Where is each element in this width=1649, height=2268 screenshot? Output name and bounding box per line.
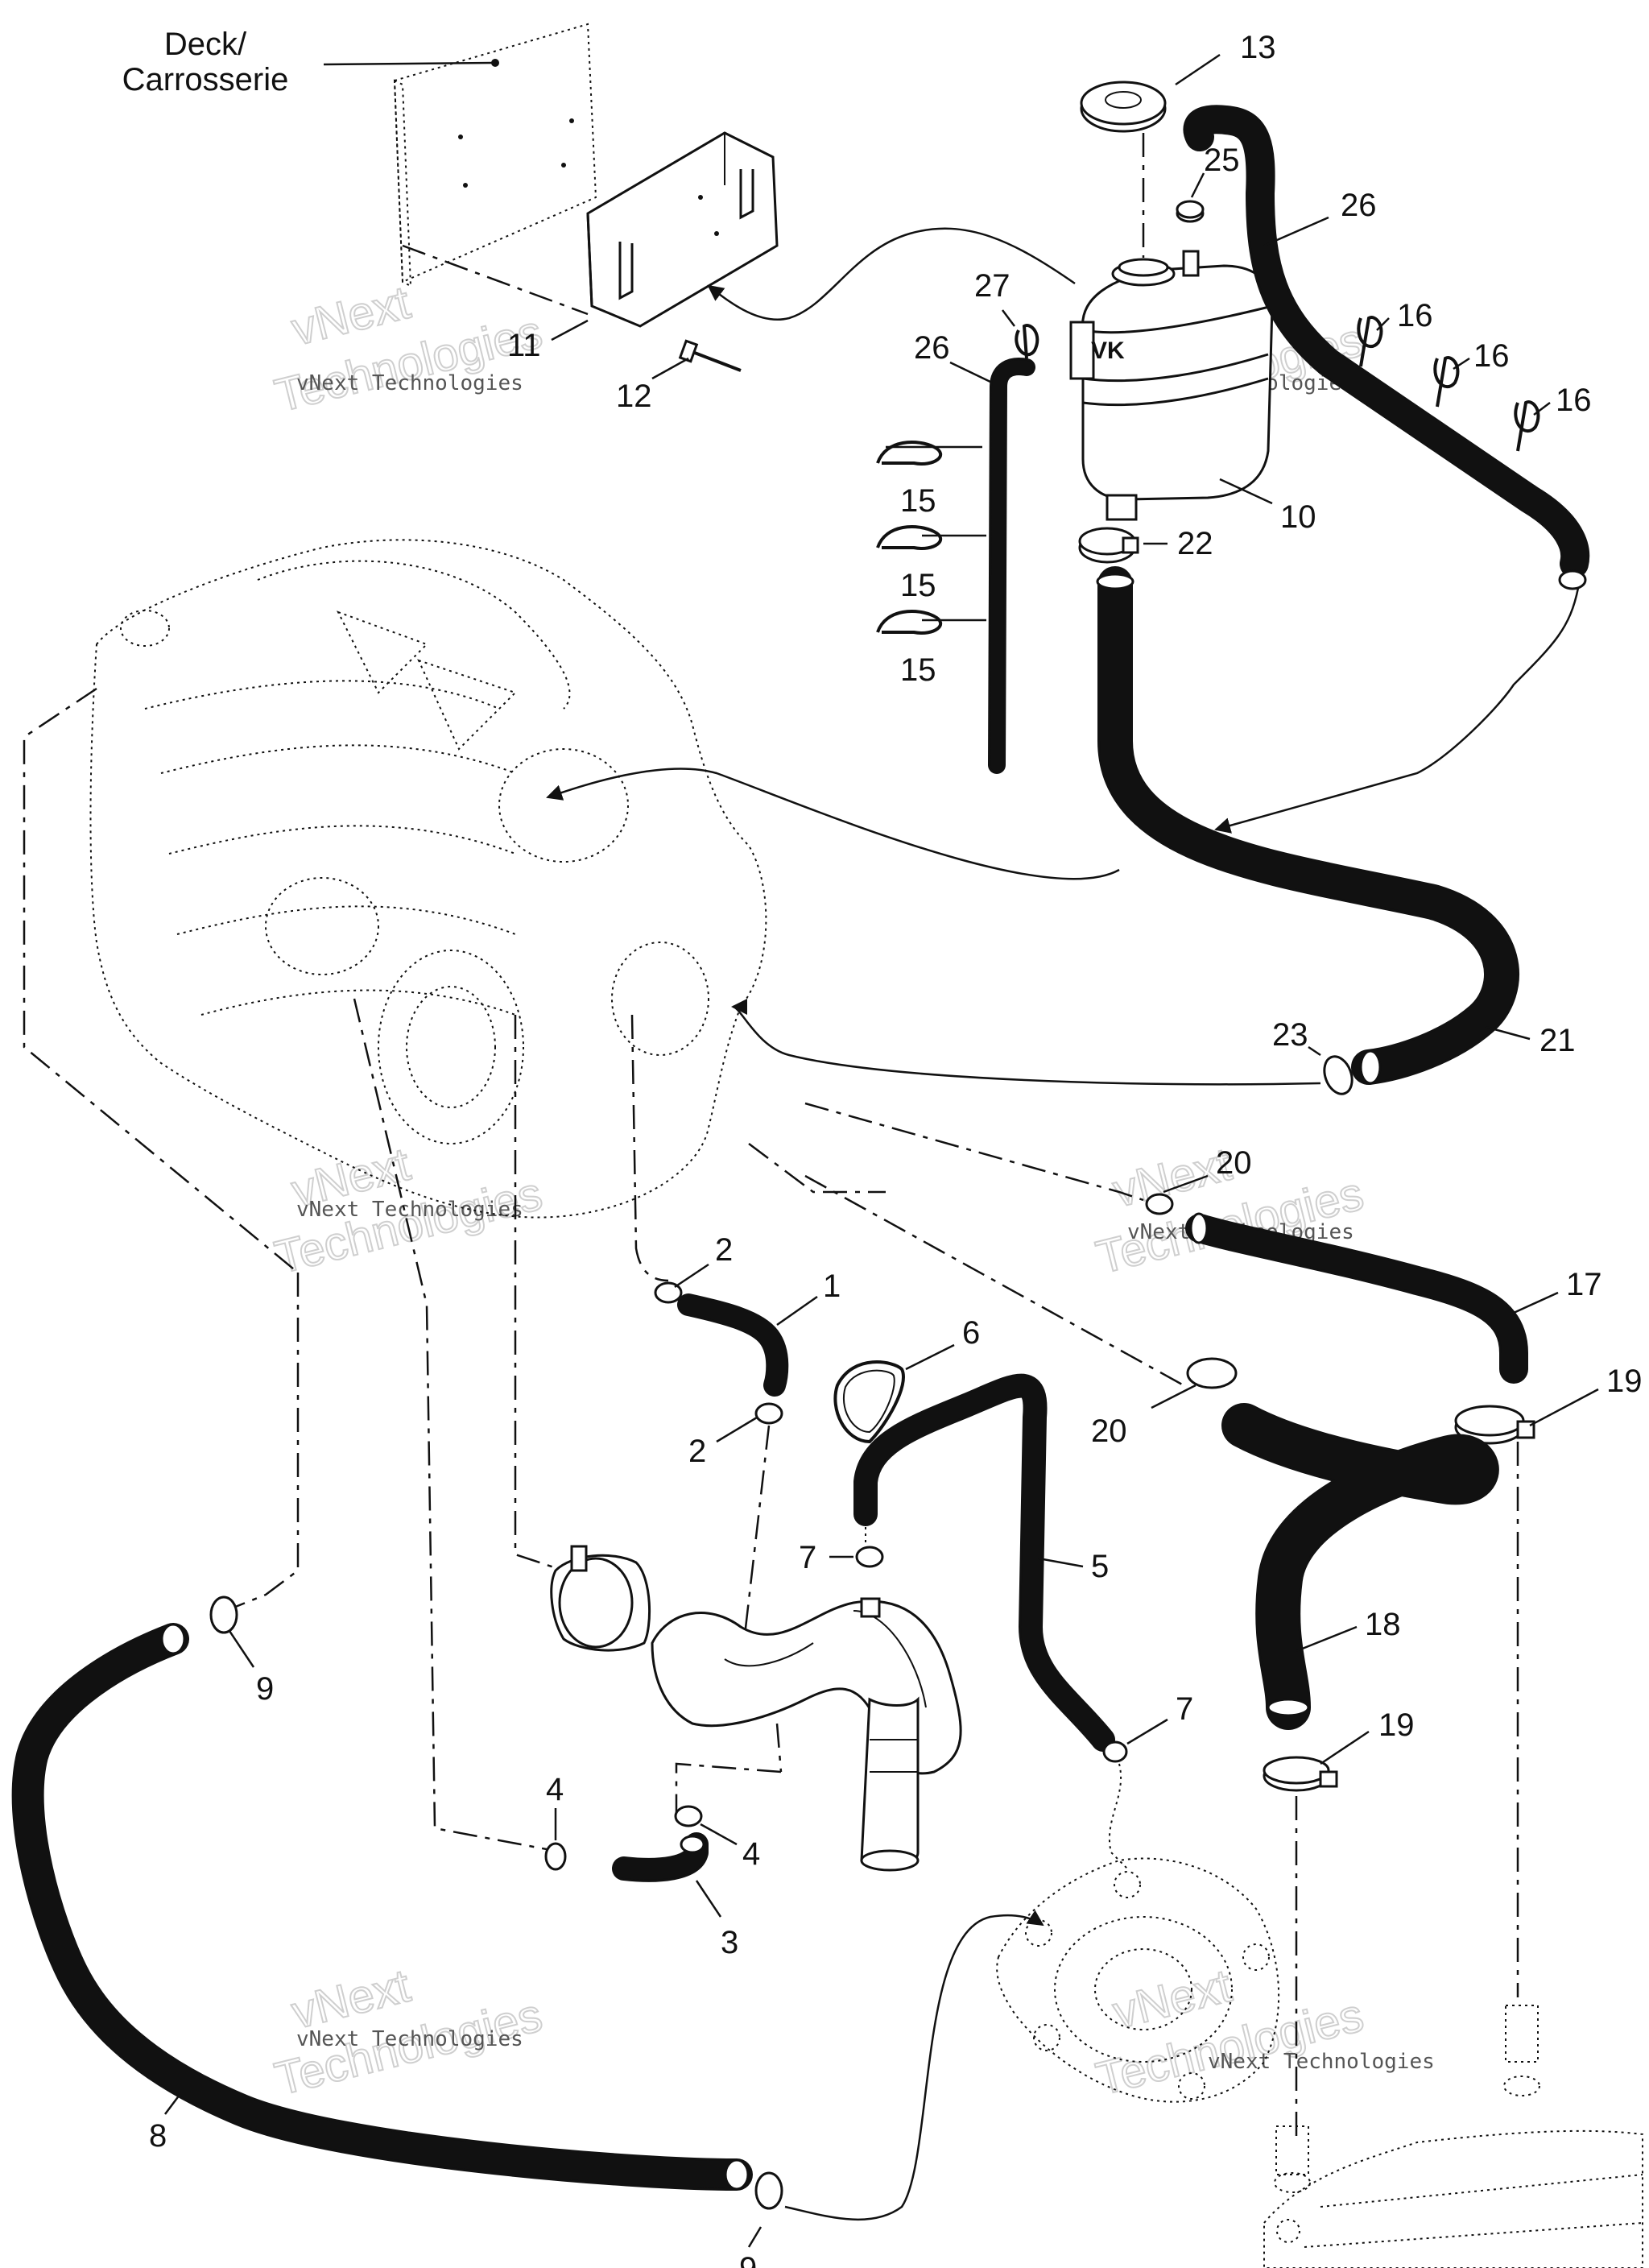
watermark: vNext Technologies	[269, 1959, 548, 2106]
callout-4: 4	[742, 1836, 760, 1872]
flow-arrow	[784, 1910, 1044, 2221]
flow-arrow	[707, 227, 1076, 321]
callout-15: 15	[900, 483, 936, 519]
hose-1	[677, 1293, 789, 1397]
callout-9: 9	[739, 2251, 757, 2268]
callout-16: 16	[1556, 383, 1592, 418]
clamp-icon	[855, 1546, 1128, 1763]
callout-16: 16	[1397, 298, 1433, 333]
callout-22: 22	[1177, 526, 1213, 561]
flow-arrow	[731, 999, 1321, 1086]
reservoir-tank-icon: VK	[1069, 250, 1274, 521]
cap-icon	[1080, 81, 1167, 133]
watermark: vNext Technologies	[269, 275, 548, 423]
hose-25	[1183, 105, 1590, 578]
callout-3: 3	[721, 1925, 738, 1960]
watermark-text: vNext Technologies	[1208, 2050, 1435, 2074]
heat-exchanger-icon	[1263, 2005, 1643, 2268]
callout-2: 2	[688, 1434, 706, 1469]
engine-dashed-guide	[804, 1102, 1144, 1202]
callout-6: 6	[962, 1315, 980, 1351]
deck-label-line1: Deck/	[164, 27, 247, 62]
clamp-icon	[209, 1595, 783, 2210]
callout-18: 18	[1365, 1607, 1401, 1642]
engine-dashed-guide	[748, 1143, 886, 1194]
deck-leader	[323, 61, 494, 66]
clamp-icon	[1186, 1357, 1338, 1792]
exhaust-manifold-icon	[996, 1857, 1280, 2103]
callout-13: 13	[1240, 30, 1276, 65]
watermark-text: vNext Technologies	[296, 371, 523, 395]
gasket-icon	[833, 1360, 905, 1444]
engine-dashed-guide	[804, 1174, 1184, 1387]
callout-5: 5	[1091, 1549, 1109, 1584]
clamp-icon	[544, 1805, 703, 1871]
callout-19: 19	[1606, 1364, 1643, 1399]
tie-strap-icon	[1357, 316, 1540, 452]
hose-17	[1185, 1212, 1528, 1384]
callout-20: 20	[1091, 1413, 1127, 1449]
hose-8	[11, 1623, 753, 2191]
callout-20: 20	[1216, 1145, 1252, 1181]
clamp-icon	[1323, 1055, 1354, 1095]
hose-26	[988, 358, 1035, 774]
callout-19: 19	[1378, 1707, 1415, 1743]
callout-4: 4	[546, 1772, 564, 1807]
flow-arrow	[546, 768, 1120, 880]
engine-dashed-guide	[630, 1014, 669, 1282]
intercooler-icon	[550, 1545, 962, 1872]
callout-23: 23	[1272, 1017, 1308, 1053]
callout-26: 26	[914, 330, 950, 366]
svg-text:VK: VK	[1091, 337, 1125, 364]
clamp-icon	[654, 1281, 783, 1425]
callout-16: 16	[1473, 338, 1510, 374]
clamp-icon	[1176, 200, 1205, 223]
callout-8: 8	[149, 2118, 167, 2154]
watermark-text: vNext Technologies	[296, 1198, 523, 1222]
callout-17: 17	[1566, 1267, 1602, 1302]
callout-11: 11	[507, 328, 541, 363]
callout-24: 25	[1204, 143, 1240, 178]
engine-icon	[89, 539, 767, 1219]
callout-9: 9	[256, 1671, 274, 1707]
flow-arrow	[1214, 587, 1580, 834]
tie-strap-icon	[876, 441, 942, 635]
bracket-icon	[586, 131, 779, 328]
clamp-icon	[1558, 569, 1587, 590]
callout-25: 26	[1341, 188, 1377, 223]
deck-label-line2: Carrosserie	[122, 62, 289, 97]
watermark-text: vNext Technologies	[296, 2027, 523, 2051]
engine-dashed-guide	[353, 998, 564, 1854]
callout-10: 10	[1280, 499, 1316, 535]
callout-27: 27	[974, 268, 1010, 304]
callout-labels: 13 25 26 27 26 11 12 16 16 16 15 15 15 1…	[149, 30, 1643, 2268]
hose-18	[1221, 1403, 1499, 1730]
clamp-icon	[1078, 527, 1139, 564]
screw-icon	[678, 339, 742, 372]
deck-panel	[393, 23, 597, 288]
engine-dashed-guide	[23, 687, 299, 1273]
callout-1: 1	[823, 1269, 841, 1304]
hose-21	[1096, 566, 1519, 1085]
callout-2: 2	[715, 1232, 733, 1268]
hose-1-dashed-guide	[743, 1425, 771, 1636]
callout-7: 7	[799, 1540, 816, 1575]
callout-15: 15	[900, 652, 936, 688]
engine-dashed-guide	[225, 1273, 300, 1612]
intercooler-dashed-guide	[675, 1762, 782, 1812]
hose-5	[853, 1373, 1115, 1752]
hose-3	[612, 1832, 709, 1882]
clamp-icon	[1145, 1193, 1535, 1445]
bracket-dashed-guide	[402, 244, 589, 316]
tie-strap-icon	[1015, 324, 1039, 359]
callout-21: 21	[1539, 1023, 1576, 1058]
intercooler-dashed-guide	[775, 1723, 783, 1773]
watermarks: vNext Technologies vNext Technologies vN…	[269, 275, 1435, 2106]
callout-12: 12	[616, 379, 652, 414]
callout-15: 15	[900, 568, 936, 603]
engine-dashed-guide	[514, 1015, 589, 1595]
callout-7: 7	[1176, 1691, 1193, 1727]
